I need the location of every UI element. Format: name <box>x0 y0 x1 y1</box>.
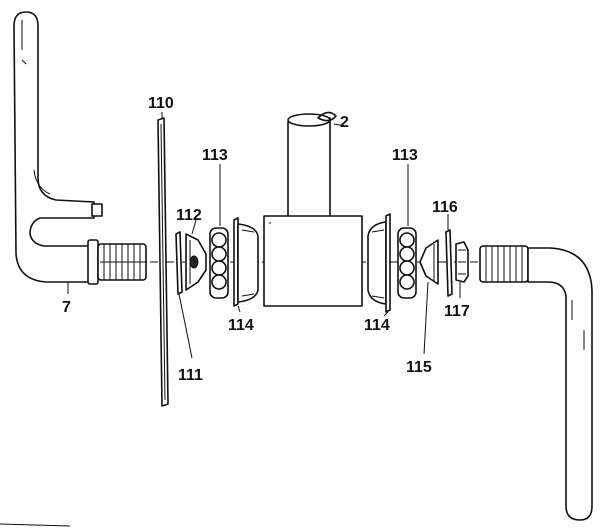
part-113-right-bearing <box>397 227 417 299</box>
label-part-115: 115 <box>406 359 432 376</box>
label-part-7: 7 <box>62 299 71 316</box>
label-part-2: 2 <box>340 114 349 131</box>
leader-lines <box>67 112 461 359</box>
part-2-bracket-shell <box>263 111 363 307</box>
part-114-left-cup <box>233 217 259 307</box>
corner-line <box>0 523 71 527</box>
part-117-nut <box>455 241 469 283</box>
label-part-110: 110 <box>148 95 174 112</box>
part-115-cone <box>419 239 439 285</box>
left-crank-arm <box>13 11 147 285</box>
part-113-left-bearing <box>209 227 229 299</box>
part-112-cone <box>185 233 207 291</box>
part-114-right-cup <box>367 213 391 313</box>
label-part-113-left: 113 <box>202 147 228 164</box>
label-part-114-right: 114 <box>364 317 390 334</box>
label-part-114-left: 114 <box>228 317 254 334</box>
part-111-washer <box>175 231 183 295</box>
label-part-111: 111 <box>178 367 203 384</box>
right-crank-arm <box>479 245 593 521</box>
part-116-washer <box>445 229 453 297</box>
label-part-116: 116 <box>432 199 458 216</box>
label-part-112: 112 <box>176 207 202 224</box>
label-part-113-right: 113 <box>392 147 418 164</box>
label-part-117: 117 <box>444 303 470 320</box>
part-110-plate <box>157 117 169 407</box>
